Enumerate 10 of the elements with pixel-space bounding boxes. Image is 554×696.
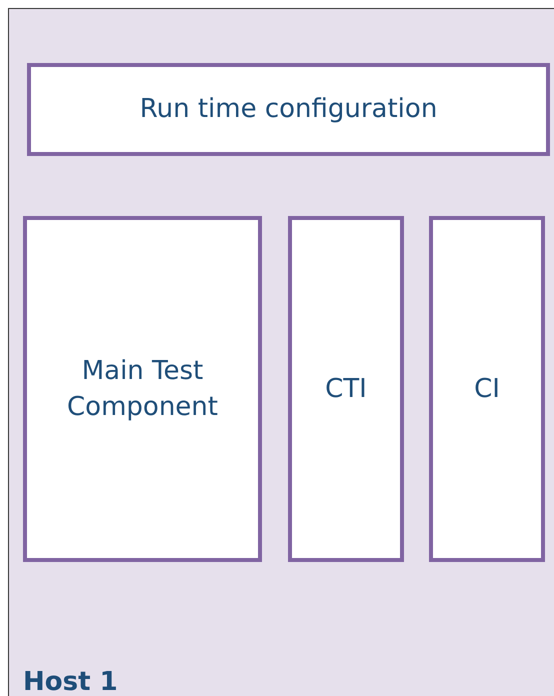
host-label: Host 1 bbox=[23, 667, 118, 696]
box-label: Main Test Component bbox=[66, 354, 219, 424]
host-panel bbox=[8, 8, 554, 696]
component-box bbox=[288, 216, 404, 562]
component-box bbox=[429, 216, 545, 562]
box-label: Run time configuration bbox=[140, 93, 438, 126]
configuration-box bbox=[27, 63, 550, 156]
component-box bbox=[23, 216, 262, 562]
box-label: CI bbox=[474, 372, 500, 406]
box-label: CTI bbox=[325, 372, 367, 406]
